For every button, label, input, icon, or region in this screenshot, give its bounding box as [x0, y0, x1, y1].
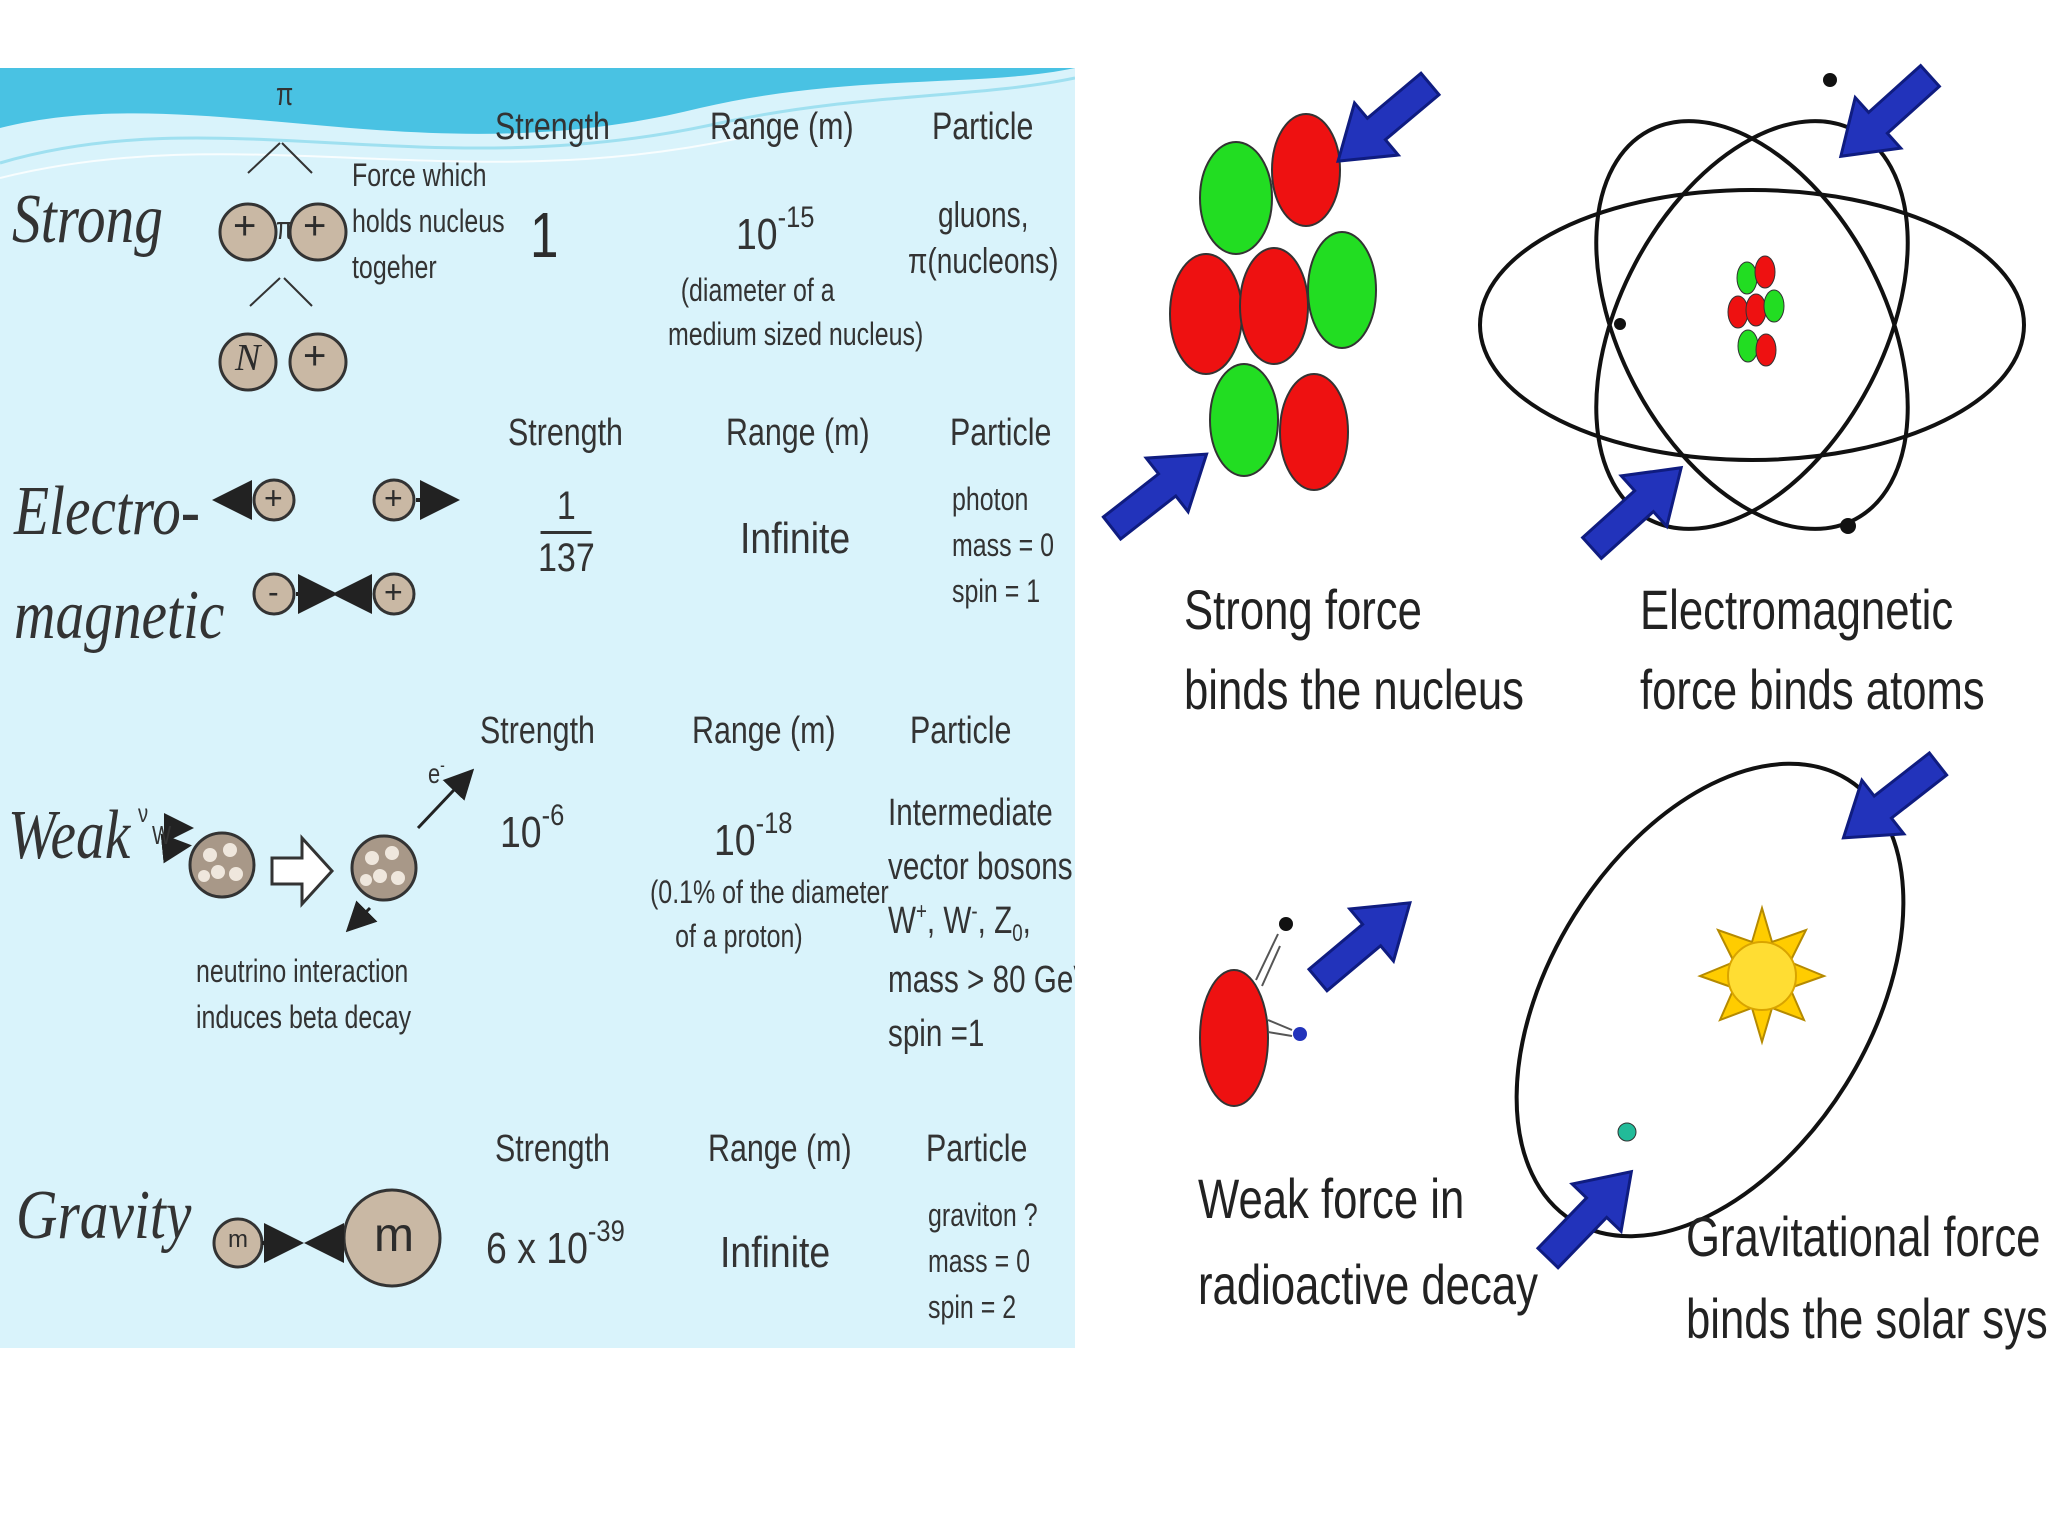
atom-nucleus-icon	[1728, 256, 1784, 366]
caption-gravitational: Gravitational force binds the solar syst…	[1686, 1196, 2048, 1360]
blue-arrow-icon	[1091, 427, 1227, 554]
blue-arrow-icon	[1823, 737, 1959, 864]
blue-arrow-icon	[1296, 877, 1432, 1006]
nucleus-icon	[1170, 114, 1376, 490]
caption-weak: Weak force in radioactive decay	[1198, 1156, 1538, 1328]
caption-strong: Strong force binds the nucleus	[1184, 570, 1524, 730]
planet-icon	[1618, 1123, 1636, 1141]
blue-arrow-icon	[1569, 442, 1704, 573]
decaying-nucleus-icon	[1200, 917, 1307, 1106]
caption-electromagnetic: Electromagnetic force binds atoms	[1640, 570, 1985, 730]
sun-icon	[1700, 908, 1824, 1042]
blue-arrow-icon	[1818, 51, 1953, 182]
blue-arrow-icon	[1524, 1148, 1656, 1282]
